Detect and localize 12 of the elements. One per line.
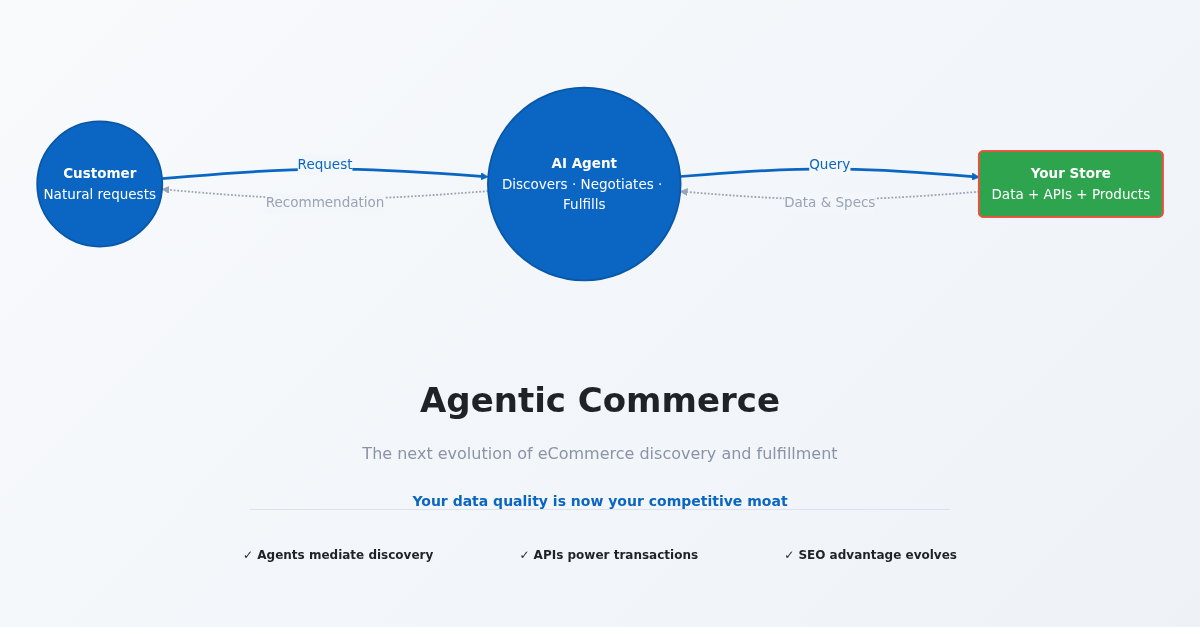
edge-label: Query xyxy=(809,156,851,173)
edge-label: Data & Specs xyxy=(784,194,876,211)
feature-point: ✓ APIs power transactions xyxy=(519,548,699,562)
feature-point: ✓ SEO advantage evolves xyxy=(784,548,957,562)
title: Agentic Commerce xyxy=(419,380,781,420)
node-circle: AI Agent Discovers · Negotiates · Fulfills xyxy=(487,86,682,282)
edge-label: Request xyxy=(297,156,353,173)
edge-label: Recommendation xyxy=(265,194,385,211)
feature-point: ✓ Agents mediate discovery xyxy=(243,548,434,562)
node-circle: Customer Natural requests xyxy=(36,120,164,248)
tagline: Your data quality is now your competitive moat xyxy=(412,493,788,509)
subtitle: The next evolution of eCommerce discovery and fulfillment xyxy=(361,444,839,463)
